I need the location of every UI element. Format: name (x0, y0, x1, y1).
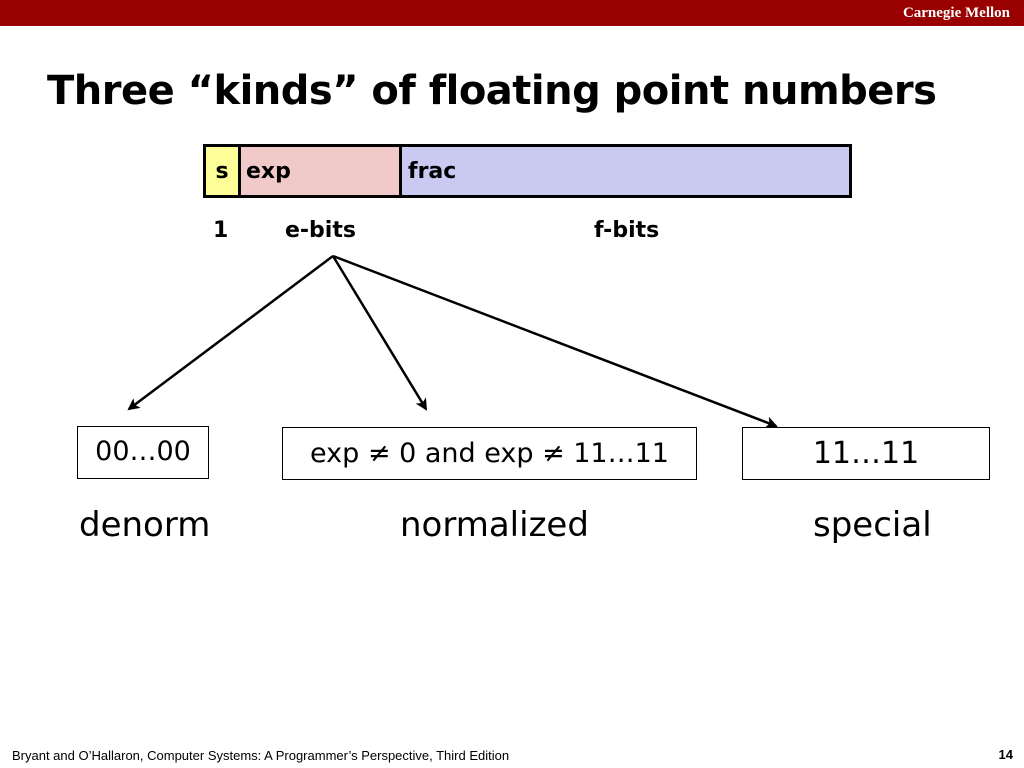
arrow-to-normalized (331, 255, 428, 411)
arrow-to-special (332, 254, 778, 429)
normalized-label: normalized (400, 505, 589, 545)
special-pattern-box: 11…11 (742, 427, 990, 480)
page-number: 14 (998, 747, 1013, 762)
arrow-to-denorm (127, 255, 334, 411)
exp-field: exp (238, 144, 402, 198)
brand-label: Carnegie Mellon (902, 5, 1010, 21)
exp-bits-label: e-bits (285, 218, 356, 243)
footer-citation: Bryant and O’Hallaron, Computer Systems:… (12, 748, 510, 763)
denorm-label: denorm (79, 505, 211, 545)
frac-bits-label: f-bits (594, 218, 660, 243)
normalized-pattern-box: exp ≠ 0 and exp ≠ 11…11 (282, 427, 697, 480)
header-bar: Carnegie Mellon (0, 0, 1024, 26)
sign-bits-label: 1 (213, 218, 229, 243)
frac-field: frac (399, 144, 852, 198)
slide-title: Three “kinds” of floating point numbers (47, 68, 937, 114)
denorm-pattern-box: 00…00 (77, 426, 209, 479)
special-label: special (813, 505, 932, 545)
